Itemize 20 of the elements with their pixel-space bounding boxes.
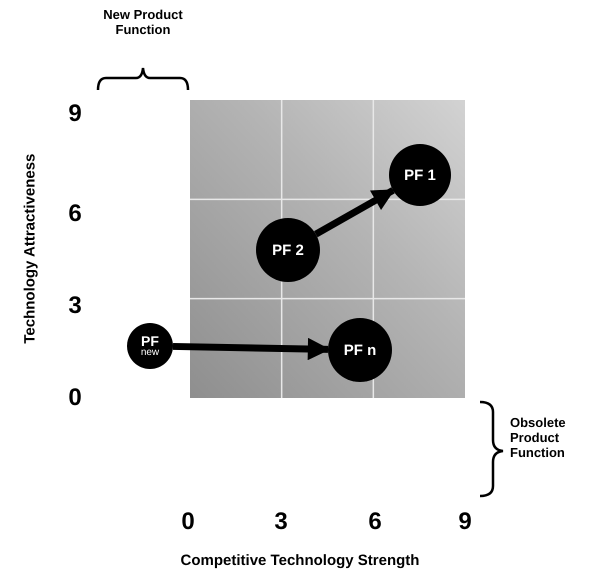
tick-label: 9: [457, 508, 473, 536]
node-label: new: [140, 348, 160, 358]
bracket-label: Obsolete Product Function: [510, 416, 567, 461]
node-label: PF 1: [404, 168, 436, 182]
tick-label: 3: [67, 292, 83, 320]
product-function-circle: [127, 323, 173, 369]
tick-label: 0: [67, 384, 83, 412]
tick-label: 6: [67, 200, 83, 228]
axis-title: Competitive Technology Strength: [180, 552, 420, 570]
node-label: PF n: [344, 342, 376, 358]
bracket-label: New Product Function: [102, 8, 184, 38]
node-label: PF: [141, 334, 159, 348]
arrow: [172, 338, 330, 360]
node-label: PF 2: [272, 242, 304, 258]
tick-label: 9: [67, 100, 83, 128]
tick-label: 0: [180, 508, 196, 536]
arrow: [314, 187, 395, 238]
axis-title: Technology Attractiveness: [21, 152, 39, 346]
tick-label: 3: [273, 508, 289, 536]
tick-label: 6: [367, 508, 383, 536]
